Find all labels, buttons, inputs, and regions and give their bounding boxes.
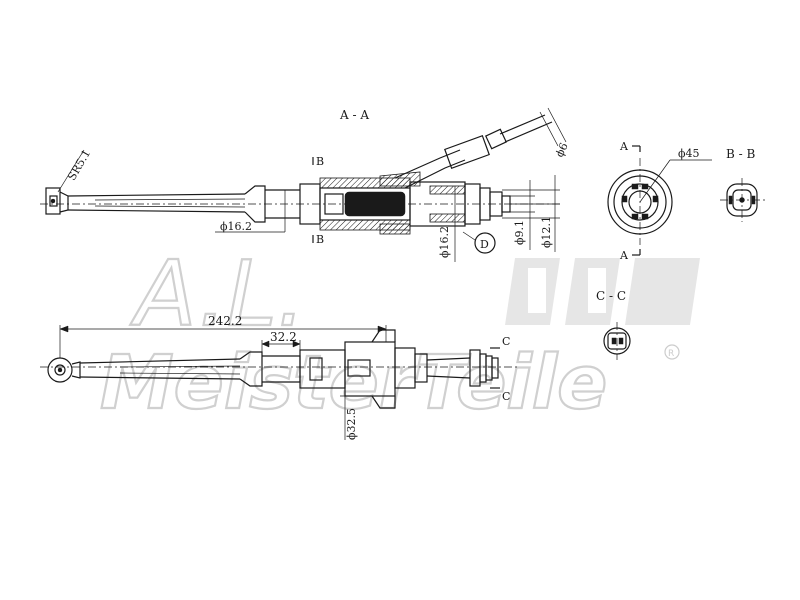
detail-callout-label: D [480,238,489,251]
section-cc-view: C - C [596,289,631,360]
dust-boot [244,185,300,223]
section-bb-view: B - B [720,147,765,222]
dim-total-length: 242.2 [59,314,387,358]
dim-body-diameter: ϕ16.2 [410,186,460,262]
dim-sr-label: SR5.1 [65,147,93,182]
dim-body-diameter-label: ϕ16.2 [438,226,451,258]
dim-hose-diameter-label: ϕ6 [553,141,571,160]
dim-total-length-label: 242.2 [208,314,242,328]
dim-sr: SR5.1 [57,147,93,193]
end-view-flange: A A ϕ45 [607,140,712,262]
watermark-shapes [505,258,700,325]
watermark: A.L. MeisterTeile R [99,241,700,427]
dim-hose-diameter: ϕ6 [539,107,571,160]
outlet-fitting [479,187,560,221]
dim-outlet-diameter-1: ϕ9.1 [510,180,535,250]
dim-outlet-diameter-1-label: ϕ9.1 [513,220,526,245]
section-cc-title: C - C [596,289,626,303]
dim-stroke-length-label: 32.2 [270,330,297,344]
registered-mark-circle [664,344,680,360]
section-mark-a-bottom: A [619,249,629,262]
eye-end [45,187,69,215]
dim-outlet-diameter-2-label: ϕ12.1 [540,216,553,248]
section-mark-c-top: C [502,335,510,348]
dim-rod-diameter-label: ϕ16.2 [220,220,252,233]
dim-mount-diameter-label: ϕ32.5 [345,408,358,440]
detail-callout-d: D [462,231,496,254]
section-mark-c-bottom: C [502,390,510,403]
push-rod [67,193,246,213]
section-mark-b-top: B [316,155,324,168]
section-bb-title: B - B [726,147,756,161]
section-aa-title: A - A [339,108,369,122]
side-outlet-connector [469,349,499,387]
registered-mark: R [668,349,674,359]
side-eye-end [47,357,81,383]
dim-mount-diameter: ϕ32.5 [340,342,372,440]
section-mark-b-bottom: B [316,233,324,246]
watermark-line2: MeisterTeile [100,340,607,426]
dim-rod-diameter: ϕ16.2 [215,190,286,233]
side-push-rod [79,358,241,380]
dim-stroke-length: 32.2 [261,330,301,352]
cylinder-body-section [299,171,481,235]
section-mark-a-top: A [619,140,629,153]
dim-flange-diameter-label: ϕ45 [678,147,700,160]
section-aa-view: A - A B B [40,107,571,262]
watermark-line1: A.L. [130,242,306,347]
side-view: C C 242.2 32.2 ϕ32.5 [40,314,520,440]
dim-outlet-diameter-2: ϕ12.1 [502,175,560,252]
supply-hose [394,114,553,189]
